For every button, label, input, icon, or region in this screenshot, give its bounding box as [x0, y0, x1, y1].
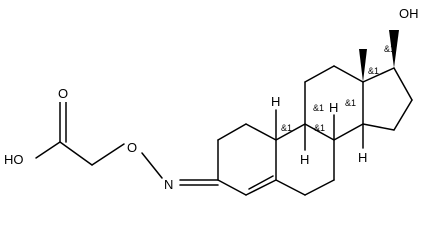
hydrogen-c14-label: H — [358, 150, 367, 165]
imine-nitrogen-label: N — [164, 177, 173, 192]
hydroxyl-label-acid: HO — [4, 152, 24, 167]
stereo-descriptor-c9: &1 — [314, 123, 325, 133]
hydroxyl-wedge-bond — [389, 30, 399, 68]
stereo-descriptor-c10: &1 — [281, 123, 292, 133]
methyl-wedge-bond — [359, 49, 367, 82]
stereo-descriptor-c14: &1 — [345, 98, 356, 108]
stereo-descriptor-c8: &1 — [313, 103, 324, 113]
ring-b-bonds — [275, 123, 335, 196]
oxime-chain-bonds — [35, 101, 219, 186]
stereo-descriptor-c13: &1 — [368, 66, 379, 76]
hydrogen-c10-label: H — [271, 94, 280, 109]
stereo-descriptor-c17: &1 — [384, 44, 395, 54]
chemical-structure-diagram: OH HO O O N H H H H &1 &1 &1 &1 &1 &1 — [4, 6, 419, 196]
carbonyl-oxygen-label: O — [58, 86, 68, 101]
ring-a-bonds — [217, 123, 277, 196]
ring-c-bonds — [304, 65, 364, 141]
ether-oxygen-label: O — [127, 140, 137, 155]
ring-d-bonds — [362, 67, 413, 131]
hydrogen-c9-label: H — [300, 152, 309, 167]
hydrogen-c8-label: H — [329, 100, 338, 115]
hydroxyl-label-top: OH — [399, 6, 419, 21]
